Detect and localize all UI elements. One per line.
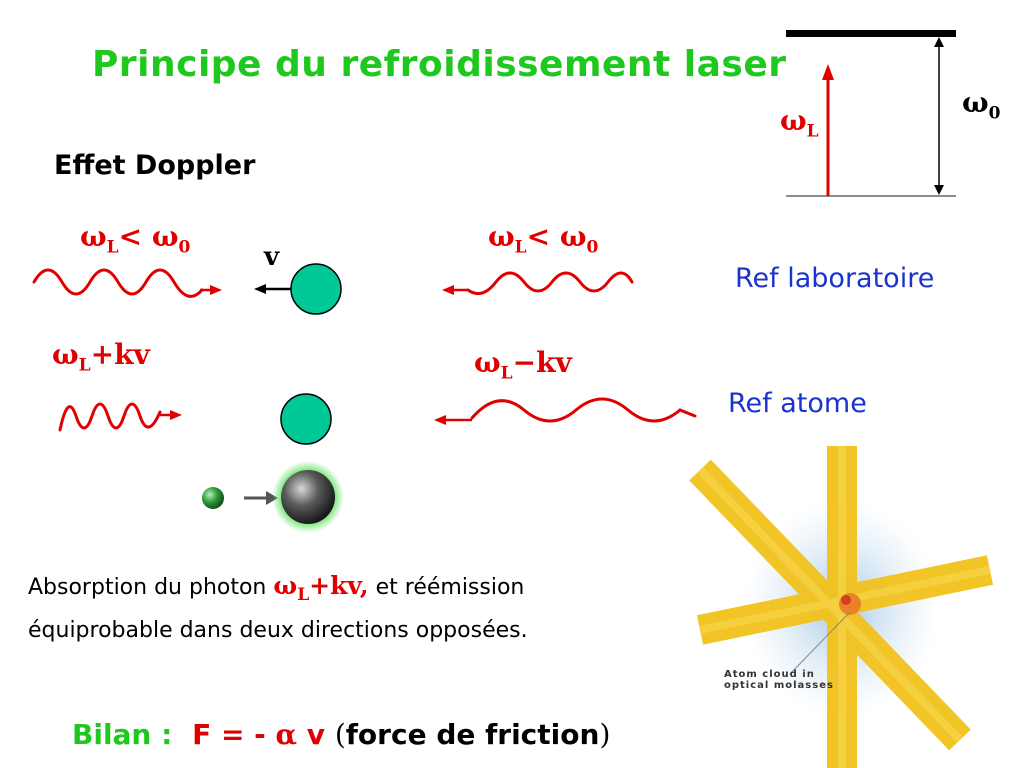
arrow-head-right [170, 410, 182, 420]
optical-molasses-image [689, 446, 994, 768]
omega-L-label: ωL [780, 104, 819, 142]
page-title: Principe du refroidissement laser [92, 44, 787, 85]
atom-ball [281, 470, 335, 524]
section-subtitle: Effet Doppler [54, 150, 256, 181]
caption-line1: Absorption du photon ωL+kv, et réémissio… [28, 571, 525, 605]
bilan-formula: F = - α v [192, 718, 335, 751]
transition-arrow-head-top [934, 37, 944, 47]
wave-left-row2 [58, 402, 162, 432]
energy-level-diagram [786, 30, 956, 197]
bilan-line: Bilan : F = - α v (force de friction) [72, 718, 611, 751]
molasses-caption: Atom cloud in optical molasses [724, 669, 834, 691]
absorption-caption: Absorption du photon ωL+kv, et réémissio… [28, 568, 528, 648]
row2-left-label: ωL+kv [52, 338, 150, 376]
atom-row1 [290, 263, 342, 315]
wave-left-row1 [32, 268, 204, 298]
row1-right-label: ωL< ω0 [488, 220, 599, 258]
ref-laboratoire-label: Ref laboratoire [735, 263, 935, 294]
ref-atome-label: Ref atome [728, 388, 867, 419]
row2-right-label: ωL−kv [474, 346, 572, 384]
row1-left-label: ωL< ω0 [80, 220, 191, 258]
velocity-label: v [264, 242, 280, 272]
bilan-label: Bilan : [72, 718, 173, 751]
molasses-caption-line1: Atom cloud in [724, 669, 815, 680]
atom-row2 [280, 393, 332, 445]
photon-ball [202, 487, 224, 509]
excited-level [786, 30, 956, 37]
absorption-illustration [144, 461, 344, 533]
laser-arrow-head [822, 64, 834, 80]
arrow-head-left [442, 285, 454, 295]
molasses-caption-line2: optical molasses [724, 680, 834, 691]
arrow-head-left [434, 415, 446, 425]
arrow-head-right [210, 285, 222, 295]
omega-0-label: ω0 [962, 86, 1001, 124]
velocity-arrow-head [254, 284, 266, 294]
wave-right-row2 [470, 397, 697, 423]
wave-right-row1 [466, 271, 634, 296]
caption-line2: équiprobable dans deux directions opposé… [28, 618, 528, 643]
friction-text: force de friction [345, 718, 600, 751]
transition-arrow-head-bottom [934, 185, 944, 195]
